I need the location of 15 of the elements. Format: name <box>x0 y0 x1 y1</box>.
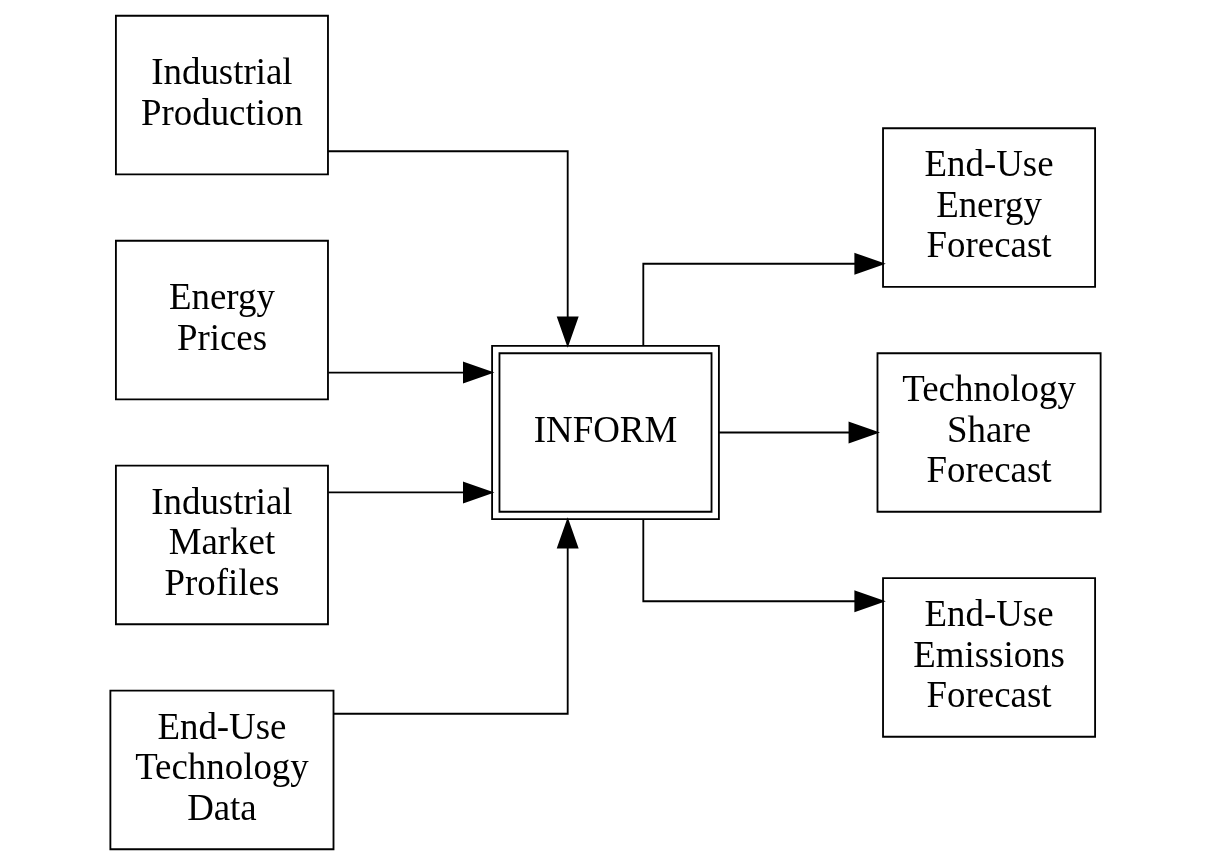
arrow <box>642 252 886 347</box>
arrow <box>718 421 880 444</box>
arrow <box>642 518 886 613</box>
node-box: Industrial Market Profiles <box>115 464 329 626</box>
node-box: Technology Share Forecast <box>876 352 1102 513</box>
node-box: End-Use Emissions Forecast <box>882 577 1096 738</box>
node-box: Industrial Production <box>115 14 329 176</box>
arrow <box>327 361 495 384</box>
node-box: Energy Prices <box>115 239 329 401</box>
node-box: End-Use Energy Forecast <box>882 127 1096 288</box>
node-box: End-Use Technology Data <box>109 689 335 851</box>
arrow <box>327 150 579 348</box>
node-box: INFORM <box>491 344 720 521</box>
arrow <box>327 481 495 504</box>
arrow <box>332 517 579 715</box>
